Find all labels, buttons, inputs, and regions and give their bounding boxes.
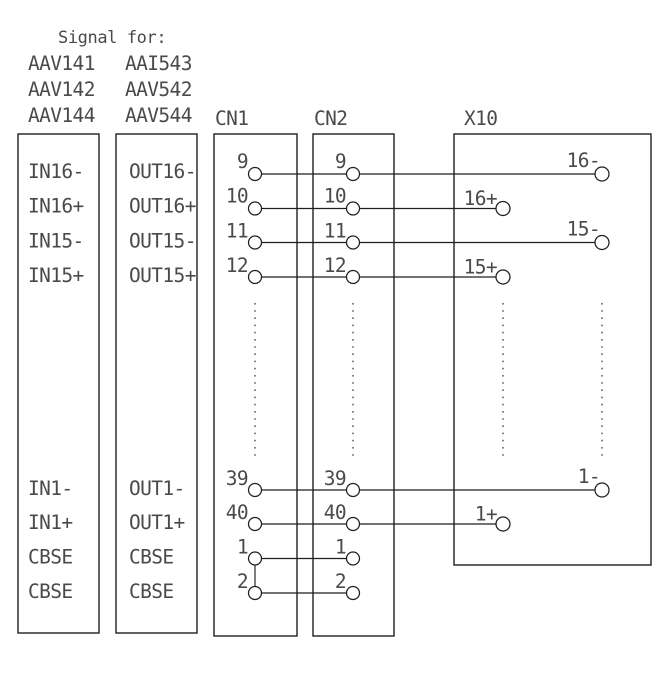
continuation-dots — [254, 303, 603, 458]
terminal-circle — [495, 269, 511, 285]
diagram-title: Signal for: — [58, 28, 166, 48]
signal-label: CBSE — [28, 580, 73, 603]
pin-number: 39 — [324, 467, 346, 490]
pin-circle — [345, 482, 361, 498]
terminal-label: 1- — [578, 465, 600, 488]
connector-label-x10: X10 — [464, 107, 497, 130]
pin-circle — [345, 235, 361, 250]
signal-label: IN15- — [28, 230, 84, 253]
pin-circle — [247, 235, 263, 250]
pin-circle — [345, 516, 361, 532]
signal-label: OUT16- — [129, 160, 196, 183]
terminal-label: 15- — [567, 218, 600, 241]
module-label: AAV141 — [28, 52, 95, 75]
pin-circle — [345, 201, 361, 216]
terminal-label: 16+ — [464, 187, 497, 210]
pin-number: 1 — [335, 536, 346, 559]
pin-circle — [247, 201, 263, 216]
pin-number: 11 — [324, 220, 346, 243]
signal-label: OUT15+ — [129, 264, 196, 287]
terminal-circle — [594, 482, 610, 498]
connector-label-cn1: CN1 — [215, 107, 248, 130]
pin-circle — [247, 269, 263, 285]
pin-number: 12 — [324, 254, 346, 277]
out-signal-box — [115, 133, 198, 634]
pin-number: 9 — [237, 150, 248, 173]
signal-label: OUT1+ — [129, 511, 185, 534]
pin-number: 2 — [237, 570, 248, 593]
module-label: AAI543 — [125, 52, 192, 75]
module-label: AAV542 — [125, 78, 192, 101]
pin-circle — [247, 482, 263, 498]
pin-circle — [247, 551, 263, 566]
signal-label: CBSE — [129, 580, 174, 603]
terminal-label: 16- — [567, 149, 600, 172]
pin-number: 11 — [226, 220, 248, 243]
cn2-pins — [345, 166, 361, 601]
terminal-label: 15+ — [464, 256, 497, 279]
cn1-box — [213, 133, 298, 637]
signal-label: IN16- — [28, 160, 84, 183]
pin-number: 40 — [324, 501, 346, 524]
pin-circle — [345, 585, 361, 601]
module-label: AAV144 — [28, 104, 95, 127]
pin-circle — [247, 516, 263, 532]
signal-label: CBSE — [28, 546, 73, 569]
pin-number: 10 — [324, 185, 346, 208]
terminal-label: 1+ — [475, 503, 497, 526]
pin-circle — [345, 166, 361, 182]
terminal-circle — [594, 234, 610, 251]
pin-number: 40 — [226, 501, 248, 524]
signal-label: IN1+ — [28, 511, 73, 534]
in-signal-box — [17, 133, 100, 634]
pin-number: 1 — [237, 536, 248, 559]
pin-number: 10 — [226, 185, 248, 208]
signal-label: IN15+ — [28, 264, 84, 287]
pin-circle — [247, 166, 263, 182]
connector-label-cn2: CN2 — [314, 107, 347, 130]
terminal-circle — [594, 166, 610, 182]
signal-label: IN16+ — [28, 195, 84, 218]
pin-circle — [345, 269, 361, 285]
cn2-box — [312, 133, 395, 637]
module-label: AAV544 — [125, 104, 192, 127]
module-label: AAV142 — [28, 78, 95, 101]
pin-circle — [247, 585, 263, 601]
terminal-circle — [495, 200, 511, 217]
pin-number: 12 — [226, 254, 248, 277]
signal-label: OUT1- — [129, 477, 185, 500]
x10-box — [453, 133, 652, 566]
pin-number: 2 — [335, 570, 346, 593]
signal-label: IN1- — [28, 477, 73, 500]
pin-circle — [345, 551, 361, 566]
signal-label: CBSE — [129, 546, 174, 569]
terminal-circle — [495, 516, 511, 532]
x10-terminals — [495, 166, 610, 532]
cn1-pins — [247, 166, 263, 601]
signal-label: OUT16+ — [129, 195, 196, 218]
wires — [254, 173, 595, 594]
pin-number: 39 — [226, 467, 248, 490]
pin-number: 9 — [335, 150, 346, 173]
signal-label: OUT15- — [129, 230, 196, 253]
